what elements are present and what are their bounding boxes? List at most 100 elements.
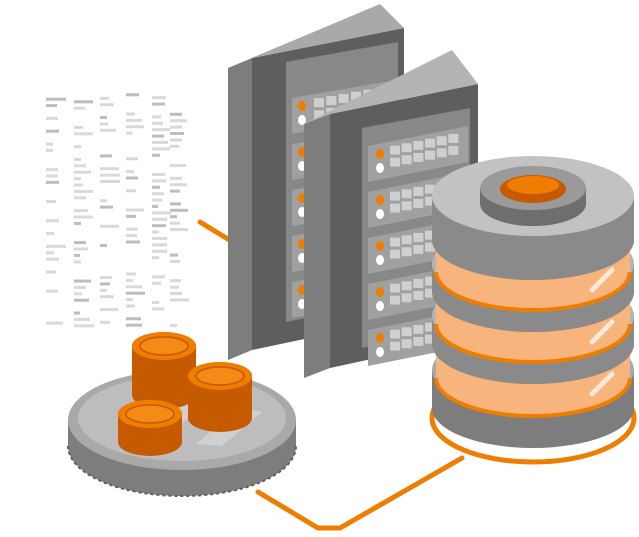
code-line bbox=[100, 96, 109, 100]
code-line bbox=[74, 241, 86, 245]
rack-vent bbox=[390, 283, 400, 293]
code-line bbox=[46, 232, 54, 236]
code-line bbox=[152, 249, 167, 253]
code-line bbox=[100, 224, 119, 228]
code-line bbox=[170, 279, 181, 283]
code-line bbox=[46, 129, 59, 133]
code-line bbox=[152, 256, 159, 260]
code-line bbox=[152, 115, 161, 119]
code-line bbox=[126, 278, 133, 282]
code-line bbox=[152, 192, 164, 196]
code-line bbox=[46, 97, 66, 101]
code-line bbox=[126, 131, 132, 135]
rack-vent bbox=[390, 237, 400, 247]
code-line bbox=[126, 176, 138, 180]
rack-vent bbox=[338, 93, 349, 103]
code-line bbox=[100, 154, 112, 158]
code-line bbox=[152, 172, 165, 176]
code-line bbox=[170, 285, 179, 289]
code-line bbox=[46, 104, 57, 108]
rack-vent bbox=[401, 281, 412, 291]
rack-vent bbox=[425, 184, 435, 194]
rack-vent bbox=[425, 242, 435, 252]
code-line bbox=[74, 145, 81, 149]
rack-vent bbox=[436, 136, 447, 146]
code-line bbox=[170, 138, 182, 142]
code-line bbox=[170, 292, 182, 295]
code-line bbox=[74, 209, 88, 213]
rack-vent bbox=[413, 290, 424, 300]
code-line bbox=[74, 132, 93, 136]
code-line bbox=[100, 244, 107, 247]
code-line bbox=[152, 134, 164, 138]
code-line bbox=[126, 214, 136, 218]
code-line bbox=[74, 157, 81, 161]
code-line bbox=[46, 168, 58, 172]
rack-vent bbox=[390, 249, 400, 259]
code-line bbox=[46, 142, 53, 146]
status-light bbox=[376, 255, 384, 265]
rack-vent bbox=[401, 189, 412, 199]
code-line bbox=[74, 221, 81, 225]
rack-vent bbox=[413, 140, 424, 150]
rack-vent bbox=[390, 295, 400, 305]
code-line bbox=[100, 128, 116, 132]
code-line bbox=[126, 118, 142, 122]
code-line bbox=[100, 116, 107, 119]
code-line bbox=[170, 228, 188, 231]
code-line bbox=[74, 298, 89, 302]
code-line bbox=[74, 170, 91, 174]
status-light bbox=[376, 209, 384, 219]
code-line bbox=[170, 324, 177, 327]
rack-vent bbox=[326, 96, 337, 106]
code-line bbox=[74, 292, 82, 296]
rack-vent bbox=[401, 155, 412, 165]
code-line bbox=[46, 289, 58, 293]
code-line bbox=[170, 221, 180, 225]
code-line bbox=[170, 253, 178, 257]
code-line bbox=[126, 291, 145, 295]
code-line bbox=[152, 230, 159, 234]
code-line bbox=[170, 208, 188, 212]
code-line bbox=[170, 132, 184, 135]
rack-vent bbox=[401, 327, 412, 337]
code-line bbox=[126, 112, 135, 116]
code-line bbox=[74, 215, 93, 219]
code-line bbox=[152, 281, 161, 285]
code-line bbox=[126, 323, 142, 327]
status-light bbox=[298, 101, 306, 111]
rack-vent bbox=[401, 293, 412, 303]
rack-vent bbox=[413, 244, 424, 254]
code-line bbox=[152, 102, 165, 106]
code-line bbox=[74, 279, 91, 283]
rack-vent bbox=[390, 329, 400, 339]
code-line bbox=[46, 321, 63, 325]
status-light bbox=[376, 287, 384, 297]
code-line bbox=[100, 173, 120, 177]
code-line bbox=[46, 148, 53, 152]
rack-vent bbox=[425, 276, 435, 286]
code-line bbox=[100, 288, 107, 292]
code-line bbox=[152, 275, 165, 279]
status-light bbox=[376, 333, 384, 343]
code-line bbox=[100, 199, 107, 203]
code-line bbox=[100, 308, 118, 311]
code-line bbox=[170, 176, 182, 180]
rack-vent bbox=[390, 191, 400, 201]
code-line bbox=[152, 185, 160, 189]
code-line bbox=[46, 251, 54, 255]
code-line bbox=[46, 257, 59, 261]
code-line bbox=[74, 285, 86, 289]
code-line bbox=[126, 93, 139, 97]
code-line bbox=[152, 211, 171, 215]
code-line bbox=[74, 125, 83, 129]
rack-vent bbox=[413, 278, 424, 288]
code-line bbox=[152, 236, 167, 240]
code-line bbox=[170, 260, 180, 263]
rack-vent bbox=[314, 110, 324, 120]
rack-vent bbox=[425, 230, 435, 240]
code-line bbox=[126, 170, 134, 174]
code-line bbox=[126, 227, 138, 231]
code-line bbox=[74, 183, 83, 187]
